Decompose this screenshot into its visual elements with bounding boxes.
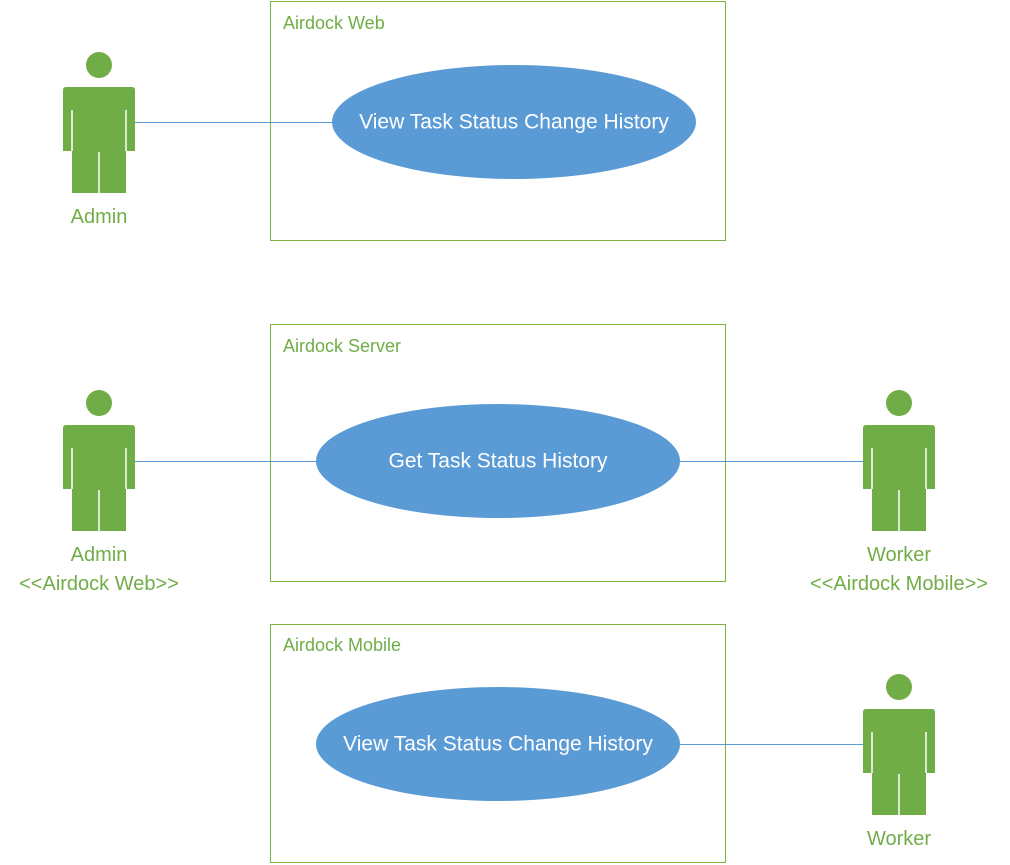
use-case-ellipse: [316, 404, 680, 518]
person-icon: [863, 390, 935, 531]
system-boundary-airdock-server: Airdock Server: [270, 324, 726, 582]
use-case-label: View Task Status Change History: [359, 111, 669, 134]
use-case-view-task-status-change-history-web: View Task Status Change History: [332, 65, 696, 179]
actor-stereotype: <<Airdock Mobile>>: [810, 573, 988, 595]
use-case-get-task-status-history: Get Task Status History: [316, 404, 680, 518]
boundary-box: [270, 1, 726, 241]
system-label: Airdock Web: [283, 13, 385, 33]
use-case-label: View Task Status Change History: [343, 733, 653, 756]
actor-worker-mobile: Worker: [863, 674, 935, 850]
actor-name: Admin: [71, 206, 128, 228]
system-boundary-airdock-mobile: Airdock Mobile: [270, 624, 726, 863]
actor-admin-web: Admin: [63, 52, 135, 228]
actor-name: Worker: [867, 828, 931, 850]
use-case-view-task-status-change-history-mobile: View Task Status Change History: [316, 687, 680, 801]
actor-admin-server: Admin <<Airdock Web>>: [19, 390, 179, 595]
person-icon: [863, 674, 935, 815]
system-label: Airdock Server: [283, 336, 401, 356]
person-icon: [63, 390, 135, 531]
system-boundary-airdock-web: Airdock Web: [270, 1, 726, 241]
actor-name: Admin: [71, 544, 128, 566]
use-case-ellipse: [332, 65, 696, 179]
actor-worker-server: Worker <<Airdock Mobile>>: [810, 390, 988, 595]
boundary-box: [270, 624, 726, 863]
person-icon: [63, 52, 135, 193]
use-case-ellipse: [316, 687, 680, 801]
system-label: Airdock Mobile: [283, 635, 401, 655]
use-case-label: Get Task Status History: [388, 450, 608, 473]
actor-name: Worker: [867, 544, 931, 566]
actor-stereotype: <<Airdock Web>>: [19, 573, 179, 595]
boundary-box: [270, 324, 726, 582]
